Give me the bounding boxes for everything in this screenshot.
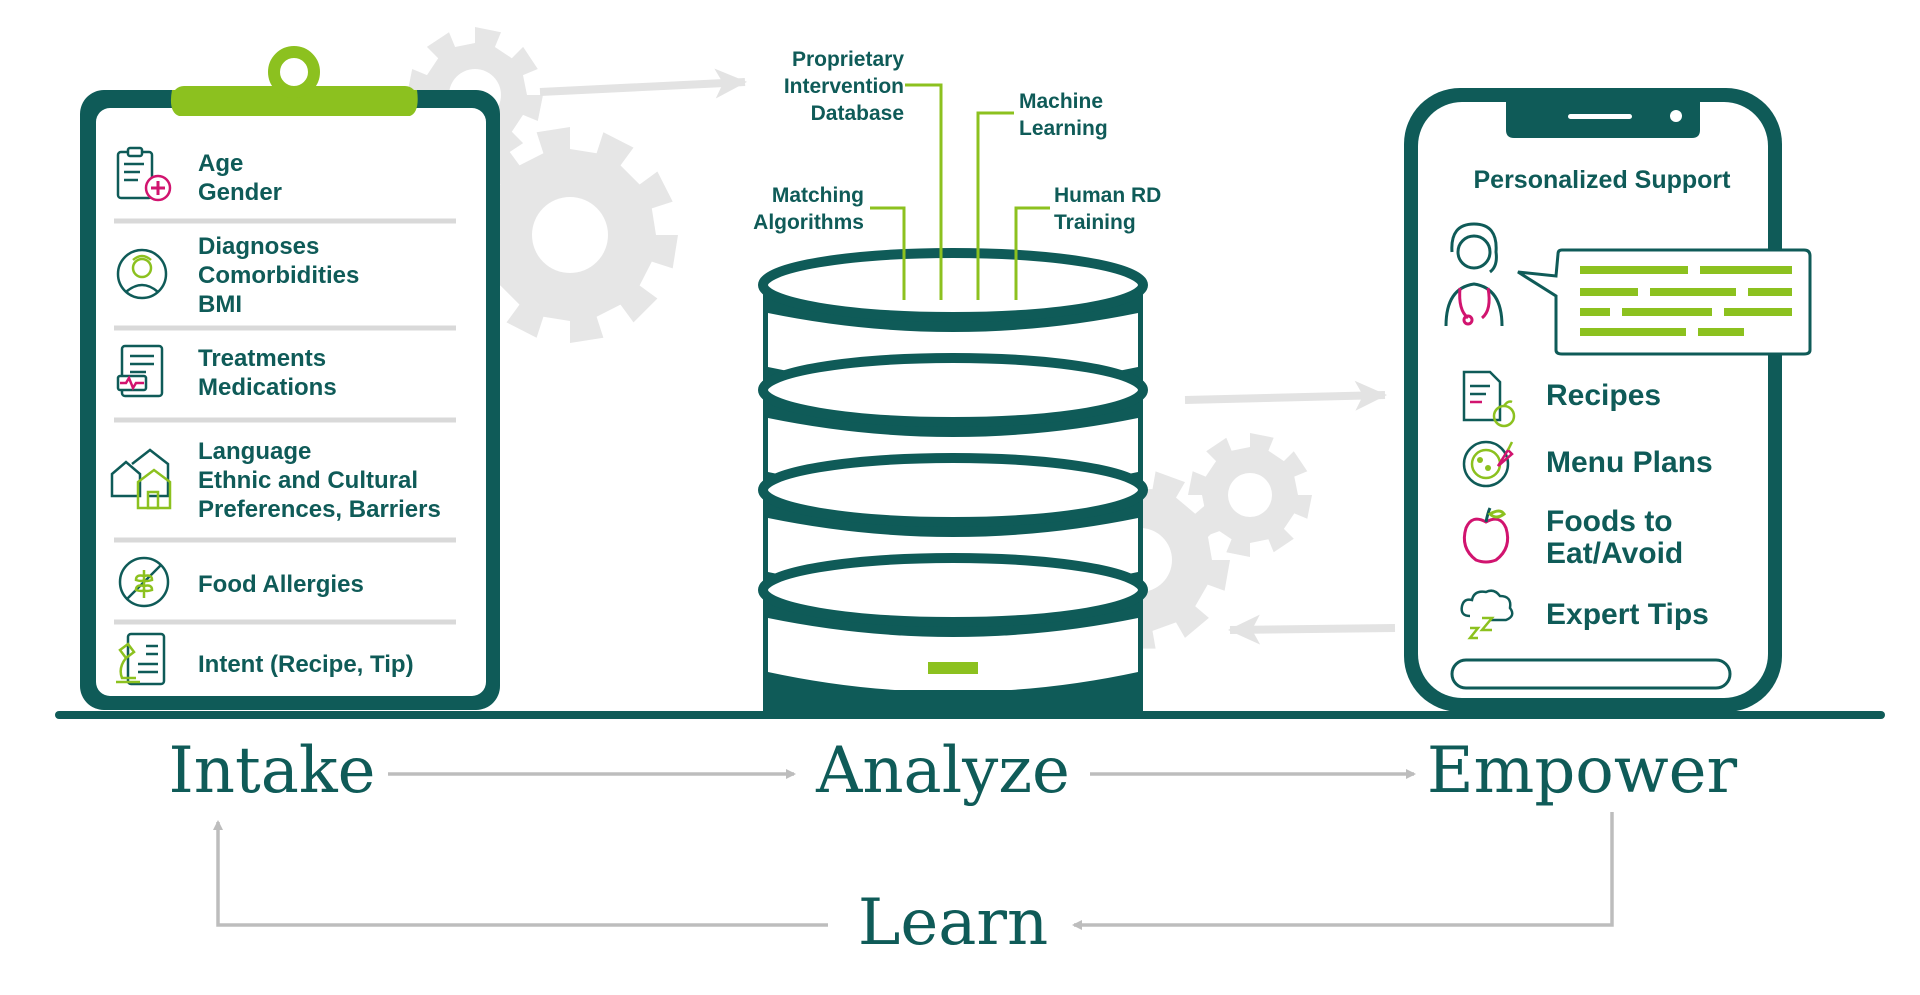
medical-chart-icon (116, 344, 164, 398)
houses-icon (110, 448, 172, 510)
ground-line (55, 711, 1885, 719)
intake-item: Food Allergies (198, 571, 364, 598)
gear-hole (532, 197, 608, 273)
menu-plate-icon (1462, 440, 1514, 488)
stage-label-analyze: Analyze (815, 734, 1070, 808)
stage-label-intake: Intake (168, 734, 375, 808)
stage-label-empower: Empower (1427, 734, 1738, 808)
clipboard-medical-icon (116, 146, 172, 202)
analyze-database (758, 248, 1148, 712)
no-wheat-icon (118, 556, 170, 608)
flow-arrow-analyze-to-empower (1184, 380, 1387, 411)
personalized-support-title: Personalized Support (1474, 166, 1732, 194)
empower-item: Recipes (1546, 379, 1661, 412)
arrow-empower-to-learn (1072, 812, 1614, 930)
database-indicator (928, 662, 978, 674)
microscope-document-icon (116, 632, 166, 686)
apple-icon (1462, 507, 1510, 564)
empower-item: Menu Plans (1546, 446, 1713, 479)
stage-label-learn: Learn (858, 886, 1048, 960)
phone-input-bar[interactable] (1450, 658, 1732, 690)
gear-hole (1228, 473, 1272, 517)
chat-message-bubble (1517, 248, 1812, 356)
dietitian-avatar-icon (1444, 222, 1504, 327)
clipboard-clip-ring (268, 46, 320, 98)
recipe-document-icon (1462, 370, 1516, 428)
doctor-avatar-icon (116, 248, 168, 300)
intake-item: Intent (Recipe, Tip) (198, 651, 414, 678)
arrow-learn-to-intake (213, 820, 828, 927)
flow-arrow-empower-to-analyze (1228, 614, 1396, 645)
database-connectors (870, 83, 1050, 300)
thinking-cloud-icon (1460, 589, 1514, 640)
intake-clipboard (80, 46, 500, 710)
database-disc (758, 553, 1148, 692)
cycle-arrows (213, 769, 1614, 930)
flow-arrow-intake-to-analyze (539, 68, 747, 99)
empower-item: Expert Tips (1546, 598, 1709, 631)
